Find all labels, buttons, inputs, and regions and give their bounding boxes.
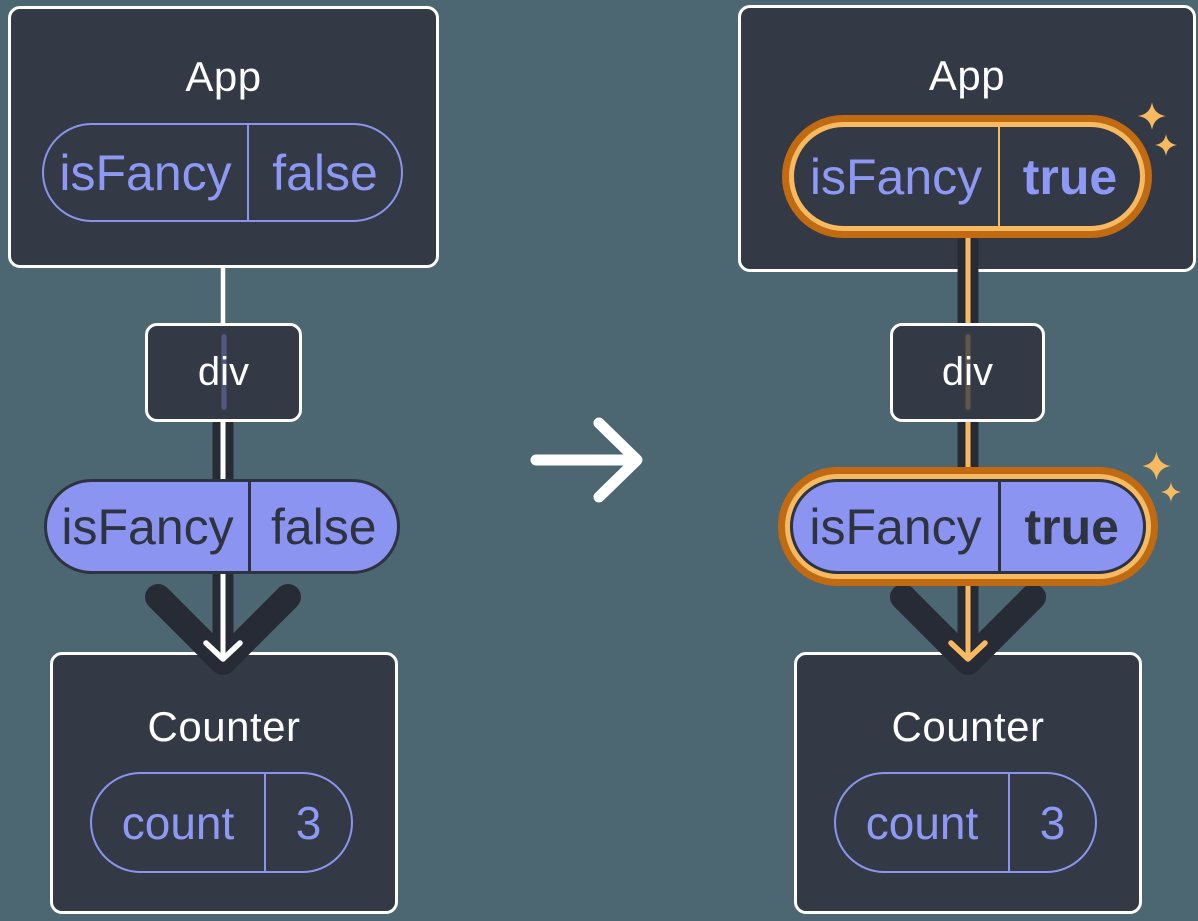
after-passed-prop-pill: isFancy true — [790, 479, 1146, 574]
prop-value: true — [1024, 498, 1119, 555]
state-name: count — [121, 796, 235, 849]
app-title: App — [928, 52, 1006, 99]
prop-name: isFancy — [61, 498, 234, 555]
before-count-state-pill: count 3 — [90, 772, 353, 873]
prop-value: false — [270, 498, 377, 555]
prop-value: false — [272, 144, 378, 201]
prop-name: isFancy — [59, 144, 232, 201]
pill-divider — [248, 482, 251, 571]
transition-arrow-icon — [530, 417, 643, 503]
app-title: App — [185, 53, 262, 100]
before-app-prop-pill: isFancy false — [42, 123, 403, 222]
prop-value: true — [1022, 148, 1118, 205]
prop-name: isFancy — [809, 148, 983, 205]
pill-divider — [998, 482, 1001, 571]
state-name: count — [865, 796, 979, 849]
before-counter-card: Counter — [50, 652, 398, 914]
ghost-prop-line — [221, 334, 226, 410]
before-div-node: div — [145, 323, 302, 422]
after-div-node: div — [890, 323, 1045, 422]
before-passed-prop-pill: isFancy false — [44, 479, 400, 574]
pill-divider — [1008, 774, 1010, 871]
after-passed-prop-highlight-ring: isFancy true — [785, 474, 1151, 579]
counter-title: Counter — [147, 703, 301, 750]
after-prop-flow-arrow — [890, 238, 1046, 675]
pill-divider — [998, 127, 1000, 226]
counter-title: Counter — [891, 703, 1045, 750]
pill-divider — [264, 774, 266, 871]
div-label: div — [197, 350, 250, 394]
sparkle-large-icon — [1142, 451, 1171, 481]
after-app-prop-pill: isFancy true — [789, 122, 1145, 231]
state-value: 3 — [1039, 796, 1066, 849]
div-label: div — [941, 350, 994, 394]
sparkle-small-icon — [1161, 482, 1181, 502]
state-value: 3 — [295, 796, 322, 849]
after-count-state-pill: count 3 — [834, 772, 1097, 873]
prop-name: isFancy — [809, 498, 982, 555]
pill-divider — [247, 125, 249, 220]
